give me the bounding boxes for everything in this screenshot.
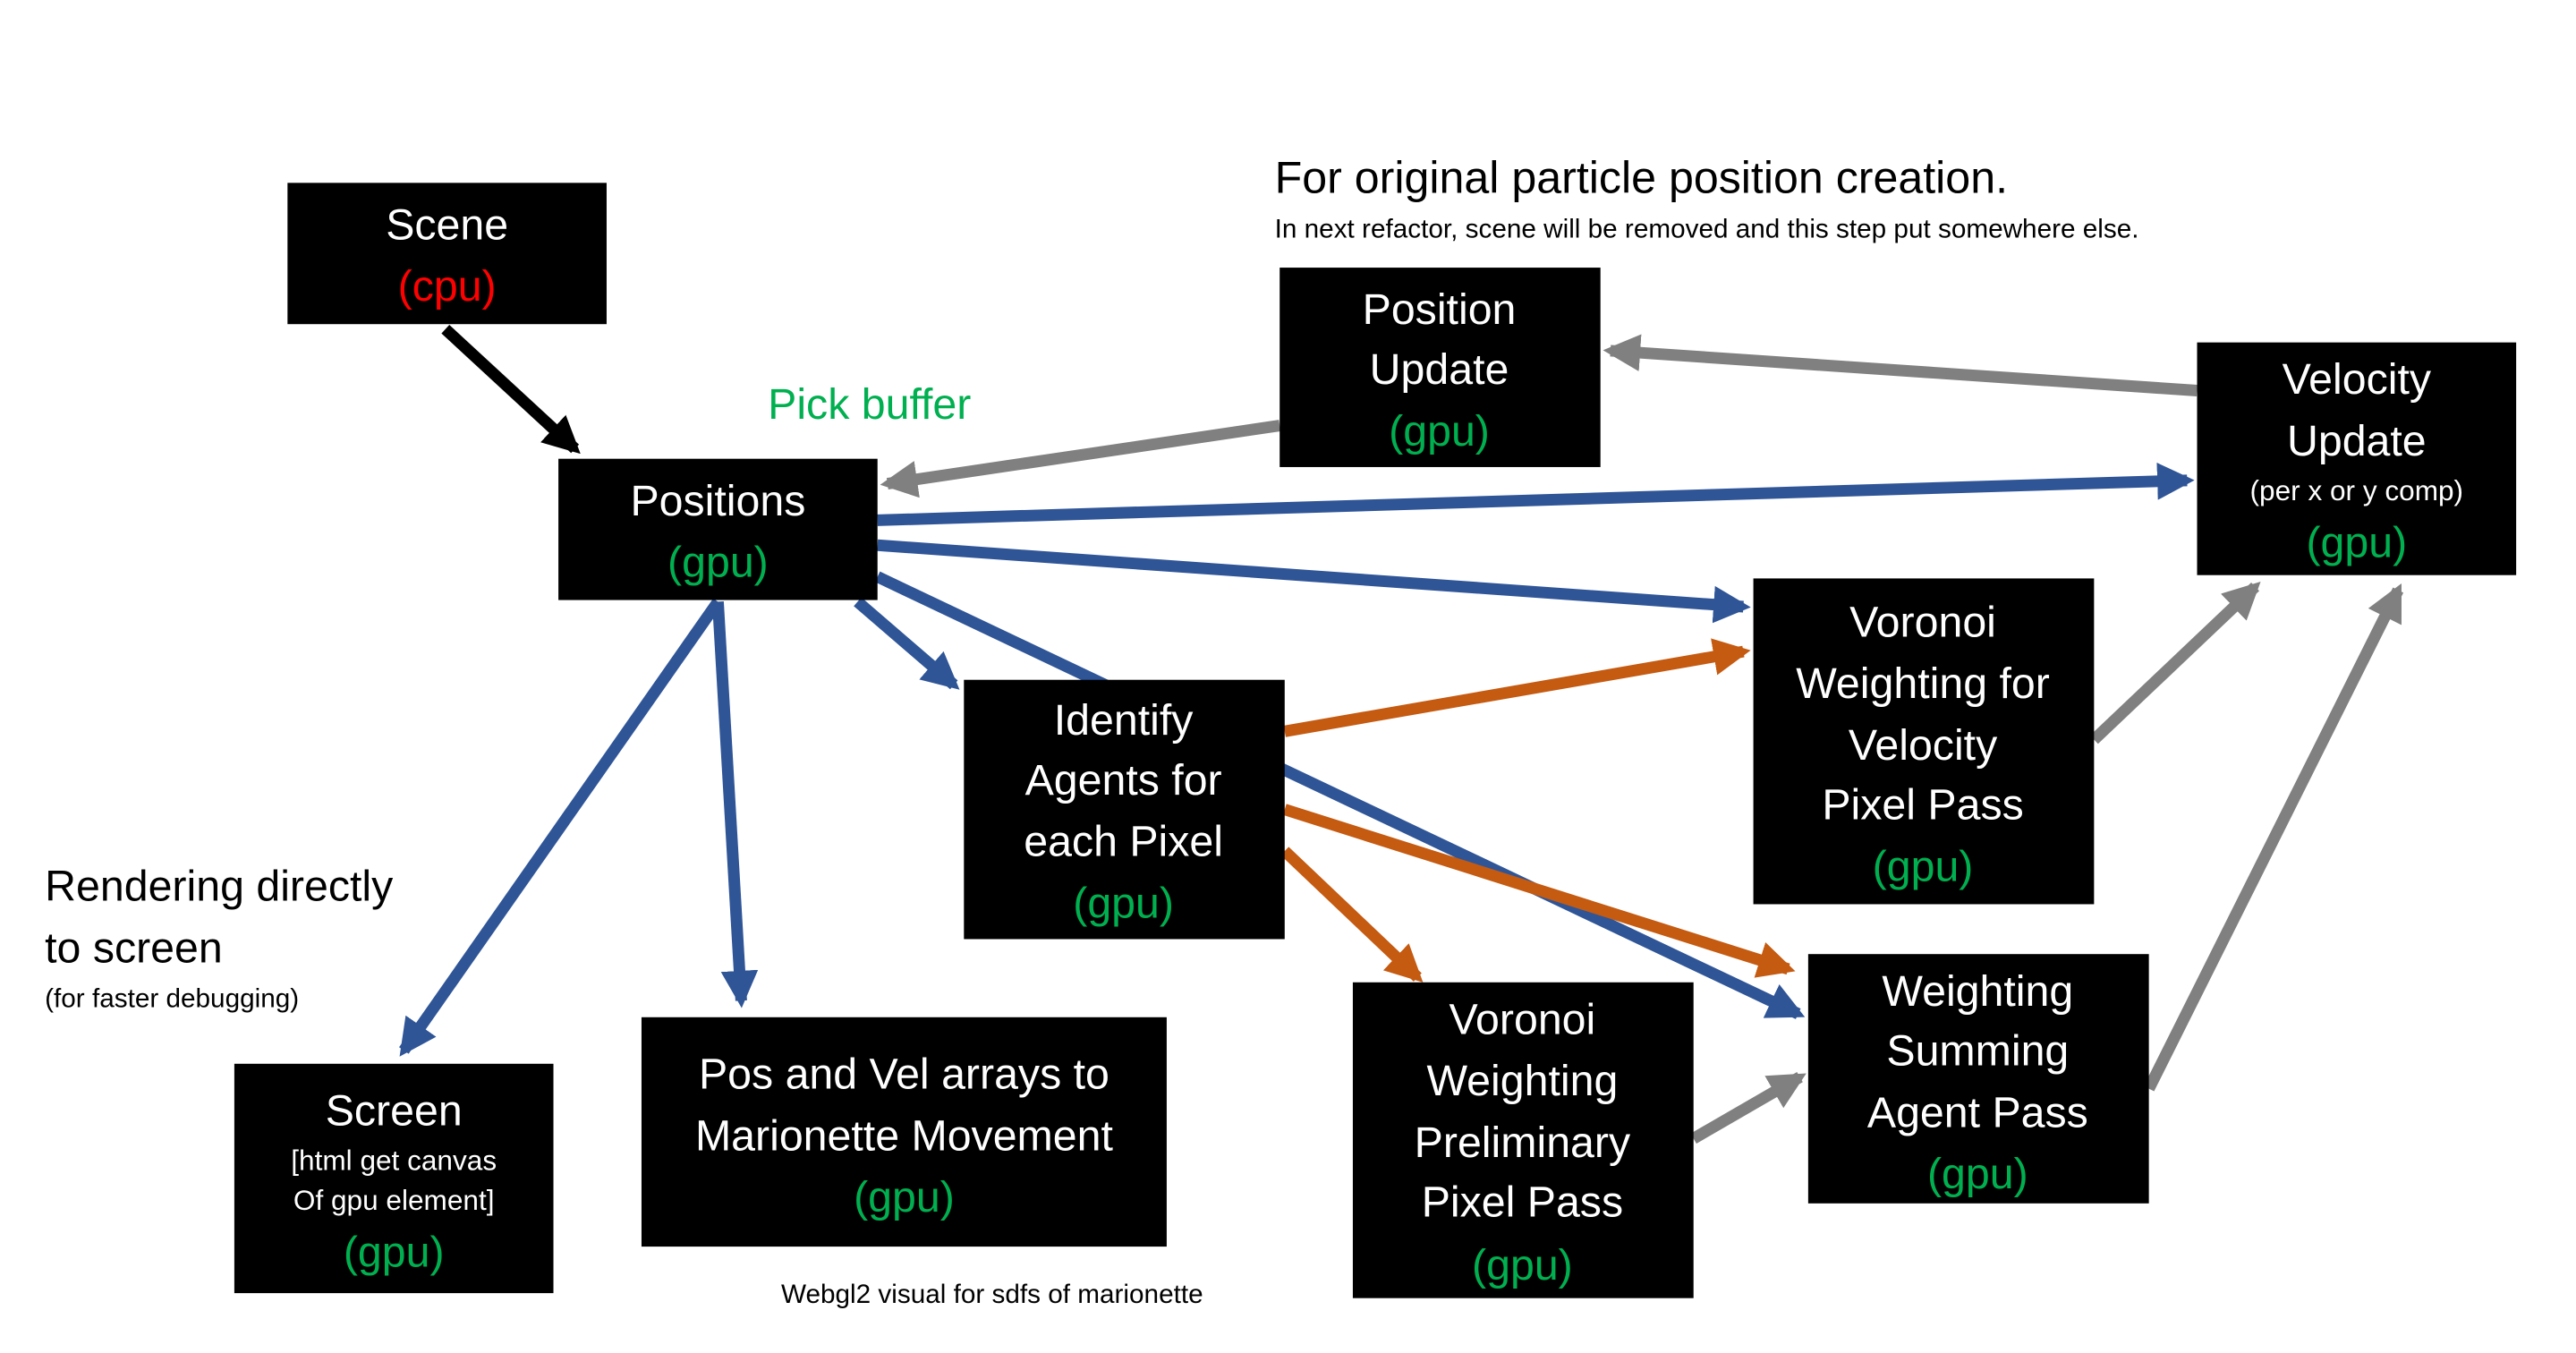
node-title: Pos and Vel arrays to <box>699 1051 1109 1099</box>
node-tag: (gpu) <box>1927 1150 2028 1198</box>
node-tag: (gpu) <box>1873 842 1974 890</box>
node-tag: (gpu) <box>1389 407 1490 455</box>
node-title: Marionette Movement <box>695 1111 1114 1160</box>
arrow-positions-to-identify-agents <box>854 597 960 690</box>
node-title: Update <box>1370 345 1509 394</box>
node-tag: (cpu) <box>398 262 497 311</box>
node-title: Pixel Pass <box>1422 1179 1623 1227</box>
node-pos-vel-arrays: Pos and Vel arrays to Marionette Movemen… <box>641 1017 1167 1247</box>
node-scene: Scene (cpu) <box>287 183 607 325</box>
arrow-voronoi-preliminary-to-weighting-summing <box>1690 1072 1807 1144</box>
arrow-positions-to-pos-vel-arrays <box>711 601 759 1008</box>
node-title: Weighting <box>1426 1057 1618 1105</box>
node-title: Position <box>1363 285 1517 334</box>
arrow-positions-to-velocity-update <box>877 463 2195 526</box>
node-title: Identify <box>1054 696 1194 745</box>
node-subtitle: [html get canvas <box>291 1145 497 1177</box>
node-identify-agents: Identify Agents for each Pixel (gpu) <box>964 679 1285 940</box>
node-title: Weighting for <box>1796 659 2050 708</box>
node-tag: (gpu) <box>1073 879 1174 927</box>
original-note: In next refactor, scene will be removed … <box>1275 215 2139 244</box>
node-weighting-summing: Weighting Summing Agent Pass (gpu) <box>1807 954 2149 1204</box>
arrow-positions-to-voronoi-velocity <box>877 539 1751 624</box>
node-title: Voronoi <box>1849 598 1996 646</box>
rendering-label-2: to screen <box>45 923 223 972</box>
node-title: Screen <box>326 1087 463 1136</box>
node-title: Scene <box>386 200 508 249</box>
node-title: Summing <box>1886 1027 2069 1076</box>
footer-caption: Webgl2 visual for sdfs of marionette <box>781 1280 1203 1309</box>
node-title: Weighting <box>1882 967 2073 1016</box>
arrow-velocity-update-to-position-update <box>1603 334 2198 397</box>
node-title: Agent Pass <box>1867 1088 2088 1136</box>
arrow-positions-to-weighting-summing <box>874 571 1806 1019</box>
pick-buffer-label: Pick buffer <box>768 380 971 429</box>
original-title: For original particle position creation. <box>1275 152 2008 202</box>
node-velocity-update: Velocity Update (per x or y comp) (gpu) <box>2197 342 2517 575</box>
node-subtitle: Of gpu element] <box>293 1184 495 1216</box>
node-position-update: Position Update (gpu) <box>1279 268 1601 467</box>
arrow-voronoi-velocity-to-velocity-update <box>2089 581 2261 745</box>
node-title: each Pixel <box>1024 818 1223 866</box>
arrows <box>399 325 2404 1144</box>
arrow-identify-to-voronoi-velocity <box>1283 638 1751 737</box>
node-title: Update <box>2287 417 2427 465</box>
rendering-note: (for faster debugging) <box>45 984 299 1014</box>
node-screen: Screen [html get canvas Of gpu element] … <box>234 1063 554 1294</box>
node-title: Preliminary <box>1415 1119 1631 1167</box>
node-title: Velocity <box>1849 721 1998 770</box>
node-tag: (gpu) <box>2306 518 2407 566</box>
node-positions: Positions (gpu) <box>558 458 878 600</box>
node-tag: (gpu) <box>344 1228 445 1276</box>
arrow-position-update-to-positions <box>880 420 1281 498</box>
node-tag: (gpu) <box>1472 1241 1573 1289</box>
node-tag: (gpu) <box>854 1173 955 1221</box>
arrow-identify-to-voronoi-preliminary <box>1280 847 1424 983</box>
rendering-label-1: Rendering directly <box>45 863 394 911</box>
arrow-identify-to-weighting-summing <box>1282 804 1796 978</box>
arrow-weighting-summing-to-velocity-update <box>2143 583 2404 1092</box>
node-voronoi-preliminary: Voronoi Weighting Preliminary Pixel Pass… <box>1352 982 1694 1298</box>
node-subtitle: (per x or y comp) <box>2250 474 2464 506</box>
node-tag: (gpu) <box>667 539 769 587</box>
arrow-positions-to-screen <box>399 598 723 1057</box>
node-title: Velocity <box>2283 355 2432 404</box>
node-title: Pixel Pass <box>1822 781 2023 830</box>
node-title: Positions <box>630 477 805 525</box>
node-voronoi-velocity: Voronoi Weighting for Velocity Pixel Pas… <box>1753 578 2095 905</box>
arrow-scene-to-positions <box>441 325 581 455</box>
node-title: Voronoi <box>1450 995 1596 1043</box>
node-title: Agents for <box>1025 756 1222 804</box>
